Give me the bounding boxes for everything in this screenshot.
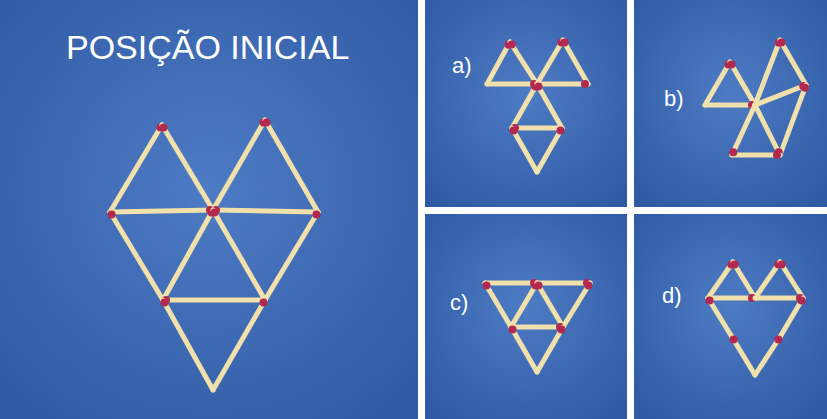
option-label: b) [664,88,684,110]
matchstick [110,210,213,212]
matchstick [511,283,537,327]
match-head [773,151,781,159]
matchstick [780,40,806,85]
matchstick [510,42,537,84]
option-label: a) [452,55,472,77]
matchstick [780,85,806,155]
matchstick [730,62,755,105]
match-head [728,61,736,69]
matchstick [511,325,563,330]
match-head [729,148,737,156]
matchstick [537,128,562,172]
matchstick [537,84,562,128]
match-head [560,39,568,47]
matchstick [537,82,588,87]
panel [425,0,627,207]
matchstick [163,300,213,390]
match-head [557,127,565,135]
match-head [483,282,491,290]
match-head [509,127,517,135]
match-head [535,282,543,290]
matchstick [732,105,755,155]
match-head [508,41,516,49]
matchstick [487,42,510,84]
option-label: c) [450,292,468,314]
matchstick [265,212,318,300]
match-head [312,211,320,219]
matchstick [511,327,537,372]
match-head [509,326,517,334]
match-head [259,299,267,307]
matchstick [213,210,265,300]
panel [634,0,827,207]
matchstick [732,153,780,158]
matchstick [265,120,318,212]
match-head [557,326,565,334]
match-head [108,211,116,219]
matchstick [705,103,755,108]
matchstick [110,212,163,300]
matchstick [755,296,803,301]
matchstick [162,125,213,210]
matchstick [110,125,162,212]
matchstick [163,298,265,303]
matchstick [512,128,537,172]
match-head [774,336,782,344]
match-head [731,261,739,269]
matchstick [485,281,537,286]
matchstick [487,82,537,87]
matchstick [537,283,563,327]
matchstick [537,281,590,286]
match-head [211,209,219,217]
matchstick [708,296,755,301]
matchstick [755,105,780,155]
panel [425,214,627,419]
matchstick [563,40,588,84]
matchstick [163,210,213,300]
matchstick [485,283,511,327]
panel [634,214,827,419]
match-head [584,282,592,290]
panel [0,0,418,419]
match-head [262,119,270,127]
match-head [581,80,589,88]
matchstick [213,210,318,212]
matchstick [512,126,562,131]
panel-title: POSIÇÃO INICIAL [66,30,349,64]
match-head [797,297,805,305]
match-head [534,83,542,91]
option-label: d) [662,285,682,307]
match-head [778,39,786,47]
match-head [730,336,738,344]
match-head [778,261,786,269]
match-head [706,297,714,305]
match-head [160,124,168,132]
match-head [801,84,809,92]
matches [108,39,809,390]
matchstick [537,40,563,84]
matchstick [512,84,537,128]
matchstick [213,120,265,210]
matchstick [563,283,590,327]
matchstick [705,62,730,105]
match-head [160,299,168,307]
matchstick [213,300,265,390]
matchstick [537,327,563,372]
